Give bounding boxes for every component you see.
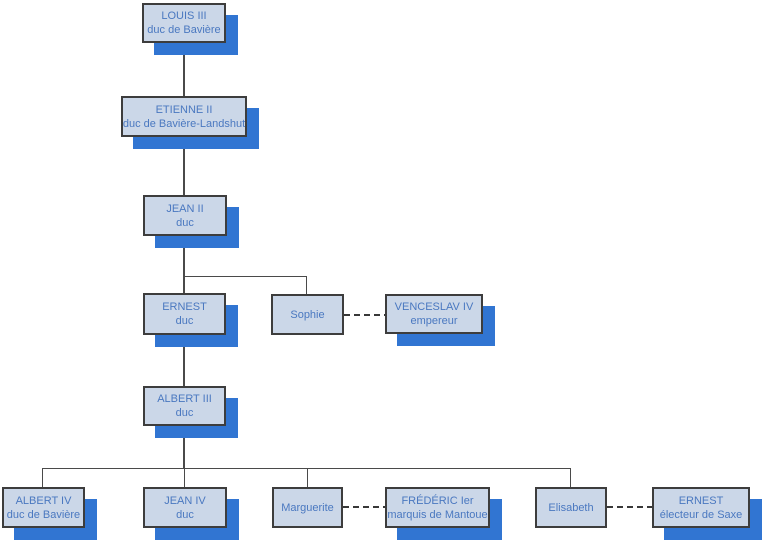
connector-sibling-rail: [42, 468, 571, 469]
connector-louis-etienne: [183, 43, 185, 96]
node-title: duc de Bavière: [6, 508, 81, 521]
node-name: VENCESLAV IV: [394, 301, 474, 313]
node-title: duc: [175, 315, 194, 327]
node-jean-iv[interactable]: JEAN IV duc: [143, 487, 227, 528]
node-name: LOUIS III: [161, 10, 207, 22]
node-etienne-ii[interactable]: ETIENNE II duc de Bavière-Landshut: [121, 96, 247, 137]
connector-branch-sophie-v: [306, 276, 307, 294]
node-name: Elisabeth: [548, 501, 594, 514]
connector-jean2-ernest: [183, 236, 185, 293]
node-title: duc de Bavière: [147, 24, 221, 36]
node-louis-iii[interactable]: LOUIS III duc de Bavière: [142, 3, 226, 43]
node-name: Sophie: [290, 308, 325, 321]
node-name: ETIENNE II: [155, 103, 213, 116]
marriage-line-marguerite-frederic: [343, 506, 385, 508]
node-name: JEAN IV: [164, 494, 206, 507]
connector-albert3-rail: [183, 426, 185, 468]
node-title: empereur: [410, 315, 458, 327]
node-marguerite[interactable]: Marguerite: [272, 487, 343, 528]
node-venceslav-iv[interactable]: VENCESLAV IV empereur: [385, 294, 483, 334]
marriage-line-sophie-venceslav: [344, 314, 385, 316]
node-title: duc: [176, 508, 194, 521]
node-name: JEAN II: [166, 202, 204, 215]
connector-etienne-jean2: [183, 137, 185, 195]
node-sophie[interactable]: Sophie: [271, 294, 344, 335]
connector-drop-elisabeth: [570, 468, 571, 487]
node-name: ERNEST: [678, 494, 724, 507]
node-name: Marguerite: [281, 501, 334, 514]
node-title: duc de Bavière-Landshut: [122, 117, 246, 130]
node-elisabeth[interactable]: Elisabeth: [535, 487, 607, 528]
node-ernest-saxe[interactable]: ERNEST électeur de Saxe: [652, 487, 750, 528]
node-title: duc: [176, 216, 194, 229]
node-name: ERNEST: [162, 301, 207, 313]
marriage-line-elisabeth-ernest: [607, 506, 652, 508]
node-frederic-ier[interactable]: FRÉDÉRIC Ier marquis de Mantoue: [385, 487, 490, 528]
node-ernest[interactable]: ERNEST duc: [143, 293, 226, 335]
connector-branch-sophie-h: [183, 276, 307, 277]
node-name: FRÉDÉRIC Ier: [401, 494, 474, 507]
connector-drop-jean4: [184, 468, 185, 487]
node-title: électeur de Saxe: [659, 508, 743, 521]
node-albert-iv[interactable]: ALBERT IV duc de Bavière: [2, 487, 85, 528]
connector-drop-albert4: [42, 468, 43, 487]
node-albert-iii[interactable]: ALBERT III duc: [143, 386, 226, 426]
node-jean-ii[interactable]: JEAN II duc: [143, 195, 227, 236]
connector-ernest-albert3: [183, 335, 185, 386]
connector-drop-marguerite: [307, 468, 308, 487]
node-title: duc: [175, 407, 194, 419]
node-name: ALBERT IV: [15, 494, 72, 507]
node-name: ALBERT III: [157, 393, 212, 405]
node-title: marquis de Mantoue: [387, 508, 488, 521]
